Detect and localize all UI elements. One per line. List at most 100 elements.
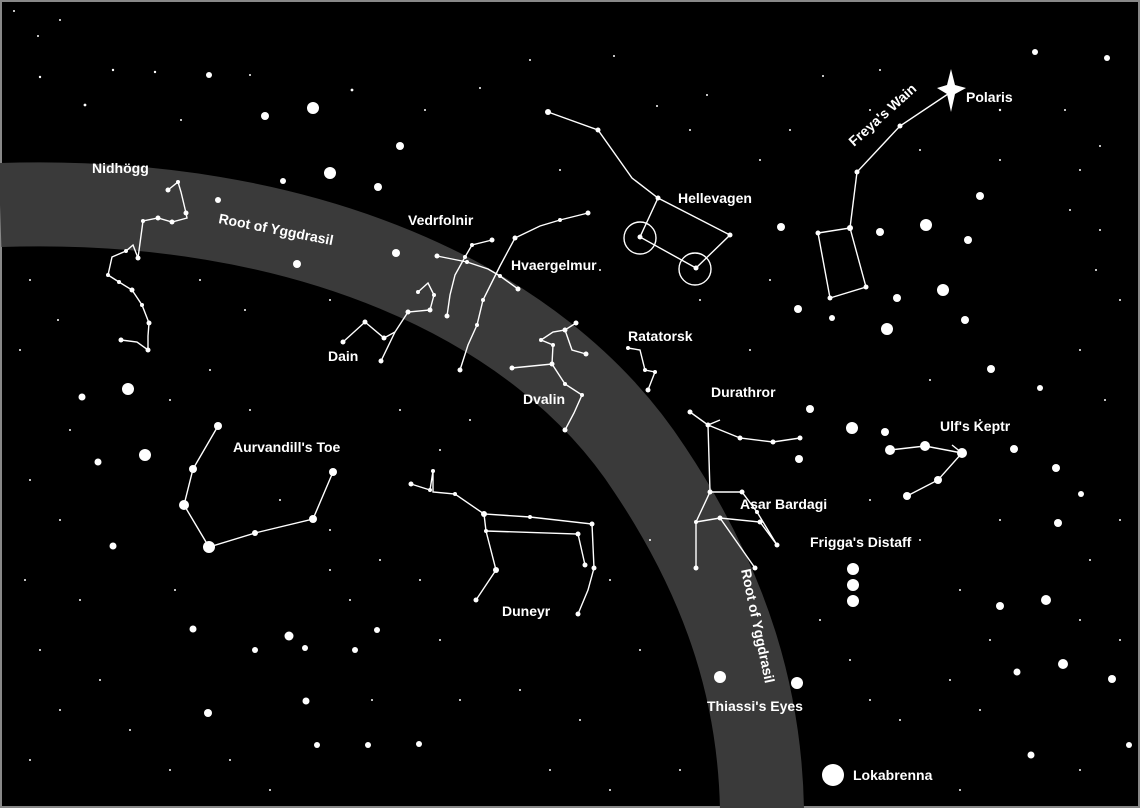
- constellation-star-79: [920, 441, 930, 451]
- constellation-star-91: [428, 488, 432, 492]
- label-durathror: Durathror: [711, 384, 776, 400]
- constellation-star-25: [465, 260, 469, 264]
- dust-star-69: [439, 449, 441, 451]
- constellation-star-63: [583, 351, 589, 357]
- background-star-23: [204, 709, 212, 717]
- dust-star-81: [979, 419, 981, 421]
- label-dain: Dain: [328, 348, 358, 364]
- dust-star-3: [111, 68, 115, 72]
- background-star-13: [139, 449, 151, 461]
- constellation-star-27: [515, 286, 521, 292]
- background-star-56: [1037, 385, 1043, 391]
- constellation-star-60: [539, 338, 543, 342]
- dust-star-75: [209, 369, 211, 371]
- dust-star-93: [1079, 169, 1081, 171]
- background-star-38: [961, 316, 969, 324]
- constellation-star-93: [453, 492, 457, 496]
- constellation-star-55: [549, 361, 555, 367]
- background-star-31: [976, 192, 984, 200]
- freyas-wain-lines: [817, 91, 952, 299]
- constellation-star-88: [309, 515, 317, 523]
- dust-star-52: [59, 709, 61, 711]
- constellation-star-28: [489, 237, 495, 243]
- friggas-distaff-star-1: [847, 563, 859, 575]
- background-star-16: [189, 625, 197, 633]
- dust-star-94: [1099, 229, 1101, 231]
- background-star-1: [206, 72, 212, 78]
- constellation-star-68: [797, 435, 803, 441]
- background-star-9: [293, 260, 301, 268]
- constellation-star-50: [626, 346, 630, 350]
- dust-star-79: [329, 299, 331, 301]
- constellation-star-10: [117, 280, 121, 284]
- constellation-star-16: [340, 339, 346, 345]
- hellevagen-wheel-right: [678, 252, 712, 286]
- constellation-star-70: [694, 520, 698, 524]
- durathror-trunk: [695, 424, 711, 568]
- dust-star-25: [1095, 269, 1097, 271]
- dust-star-97: [174, 589, 176, 591]
- constellation-star-29: [470, 243, 474, 247]
- dust-star-68: [399, 409, 401, 411]
- dust-star-42: [29, 279, 31, 281]
- constellation-star-23: [378, 358, 384, 364]
- label-ulfs-keptr: Ulf's Keptr: [940, 418, 1011, 434]
- constellation-star-33: [558, 218, 562, 222]
- background-star-47: [1078, 491, 1084, 497]
- constellation-star-62: [573, 320, 579, 326]
- dvalin-lines-3: [564, 329, 587, 355]
- label-hellevagen: Hellevagen: [678, 190, 752, 206]
- hvaergelmur-lines: [459, 212, 589, 371]
- background-star-55: [1126, 742, 1132, 748]
- dust-star-9: [249, 74, 251, 76]
- background-star-5: [324, 167, 336, 179]
- constellation-star-8: [124, 249, 128, 253]
- asar-bardagi-lines: [710, 491, 778, 546]
- constellation-star-48: [827, 295, 833, 301]
- dust-star-6: [83, 103, 87, 107]
- constellation-star-65: [705, 422, 711, 428]
- background-star-44: [1010, 445, 1018, 453]
- dust-star-23: [1099, 145, 1101, 147]
- constellation-star-94: [481, 511, 487, 517]
- dust-star-21: [998, 108, 1002, 112]
- dust-star-80: [929, 379, 931, 381]
- dust-star-10: [350, 88, 354, 92]
- constellation-star-100: [493, 567, 499, 573]
- dust-star-98: [329, 569, 331, 571]
- background-star-51: [1058, 659, 1068, 669]
- label-asar-bardagi: Asar Bardagi: [740, 496, 827, 512]
- lokabrenna-star: [822, 764, 844, 786]
- dust-star-46: [29, 479, 31, 481]
- constellation-star-12: [140, 303, 144, 307]
- constellation-star-24: [434, 253, 440, 259]
- constellation-star-66: [737, 435, 743, 441]
- background-star-19: [252, 647, 258, 653]
- background-star-21: [374, 627, 380, 633]
- thiassis-eye-right: [791, 677, 803, 689]
- background-star-46: [795, 455, 803, 463]
- background-star-54: [1027, 751, 1035, 759]
- background-star-32: [1032, 49, 1038, 55]
- dust-star-61: [639, 649, 641, 651]
- dust-star-1: [13, 10, 15, 12]
- constellation-star-13: [146, 320, 152, 326]
- named-stars: [714, 563, 859, 786]
- constellation-star-90: [408, 481, 414, 487]
- background-star-14: [94, 458, 102, 466]
- background-star-35: [829, 315, 835, 321]
- constellation-star-42: [693, 265, 699, 271]
- background-star-28: [876, 228, 884, 236]
- constellation-star-47: [815, 230, 821, 236]
- dust-star-90: [559, 169, 561, 171]
- dust-star-55: [169, 769, 171, 771]
- background-star-27: [777, 223, 785, 231]
- constellation-star-86: [203, 541, 215, 553]
- background-star-52: [1013, 668, 1021, 676]
- dvalin-lines: [511, 363, 583, 431]
- background-star-3: [307, 102, 319, 114]
- dust-star-50: [39, 649, 41, 651]
- label-vedrfolnir: Vedrfolnir: [408, 212, 474, 228]
